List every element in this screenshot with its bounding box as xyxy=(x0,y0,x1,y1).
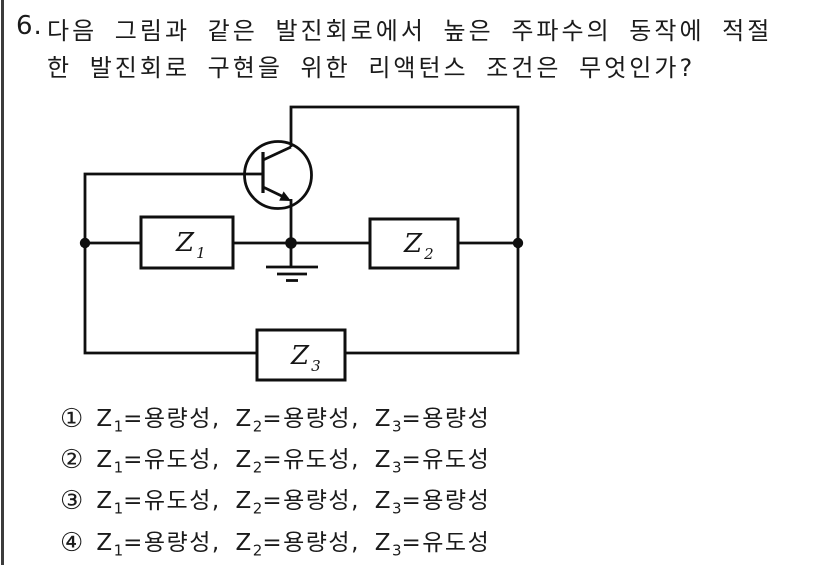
option-1-text: Z1=용량성, Z2=용량성, Z3=용량성 xyxy=(96,406,491,436)
option-2-marker: ② xyxy=(60,445,84,475)
npn-transistor-icon xyxy=(243,140,313,210)
option-3-marker: ③ xyxy=(60,486,84,516)
option-1: ① Z1=용량성, Z2=용량성, Z3=용량성 xyxy=(60,405,490,441)
svg-text:Z1: Z1 xyxy=(175,228,206,262)
svg-text:Z2: Z2 xyxy=(403,229,434,263)
option-4-marker: ④ xyxy=(60,528,84,558)
junction-dot-center xyxy=(285,237,297,249)
junction-dot-left xyxy=(79,237,91,249)
emitter-arrow xyxy=(279,191,291,201)
question-line-1: 다음 그림과 같은 발진회로에서 높은 주파수의 동작에 적절 xyxy=(47,17,773,45)
option-2-text: Z1=유도성, Z2=유도성, Z3=유도성 xyxy=(96,447,491,477)
question-line-2: 한 발진회로 구현을 위한 리액턴스 조건은 무엇인가? xyxy=(47,54,696,82)
option-2: ② Z1=유도성, Z2=유도성, Z3=유도성 xyxy=(60,446,490,482)
option-3: ③ Z1=유도성, Z2=용량성, Z3=용량성 xyxy=(60,487,490,523)
option-4-text: Z1=용량성, Z2=용량성, Z3=유도성 xyxy=(96,530,491,560)
circuit-wires xyxy=(83,105,520,355)
option-4: ④ Z1=용량성, Z2=용량성, Z3=유도성 xyxy=(60,529,490,565)
junction-dot-right xyxy=(512,237,524,249)
question-number: 6. xyxy=(16,11,43,41)
ground-icon xyxy=(266,243,318,282)
option-1-marker: ① xyxy=(60,404,84,434)
option-3-text: Z1=유도성, Z2=용량성, Z3=용량성 xyxy=(96,488,491,518)
svg-text:Z3: Z3 xyxy=(290,341,321,375)
page-left-border xyxy=(1,0,4,565)
